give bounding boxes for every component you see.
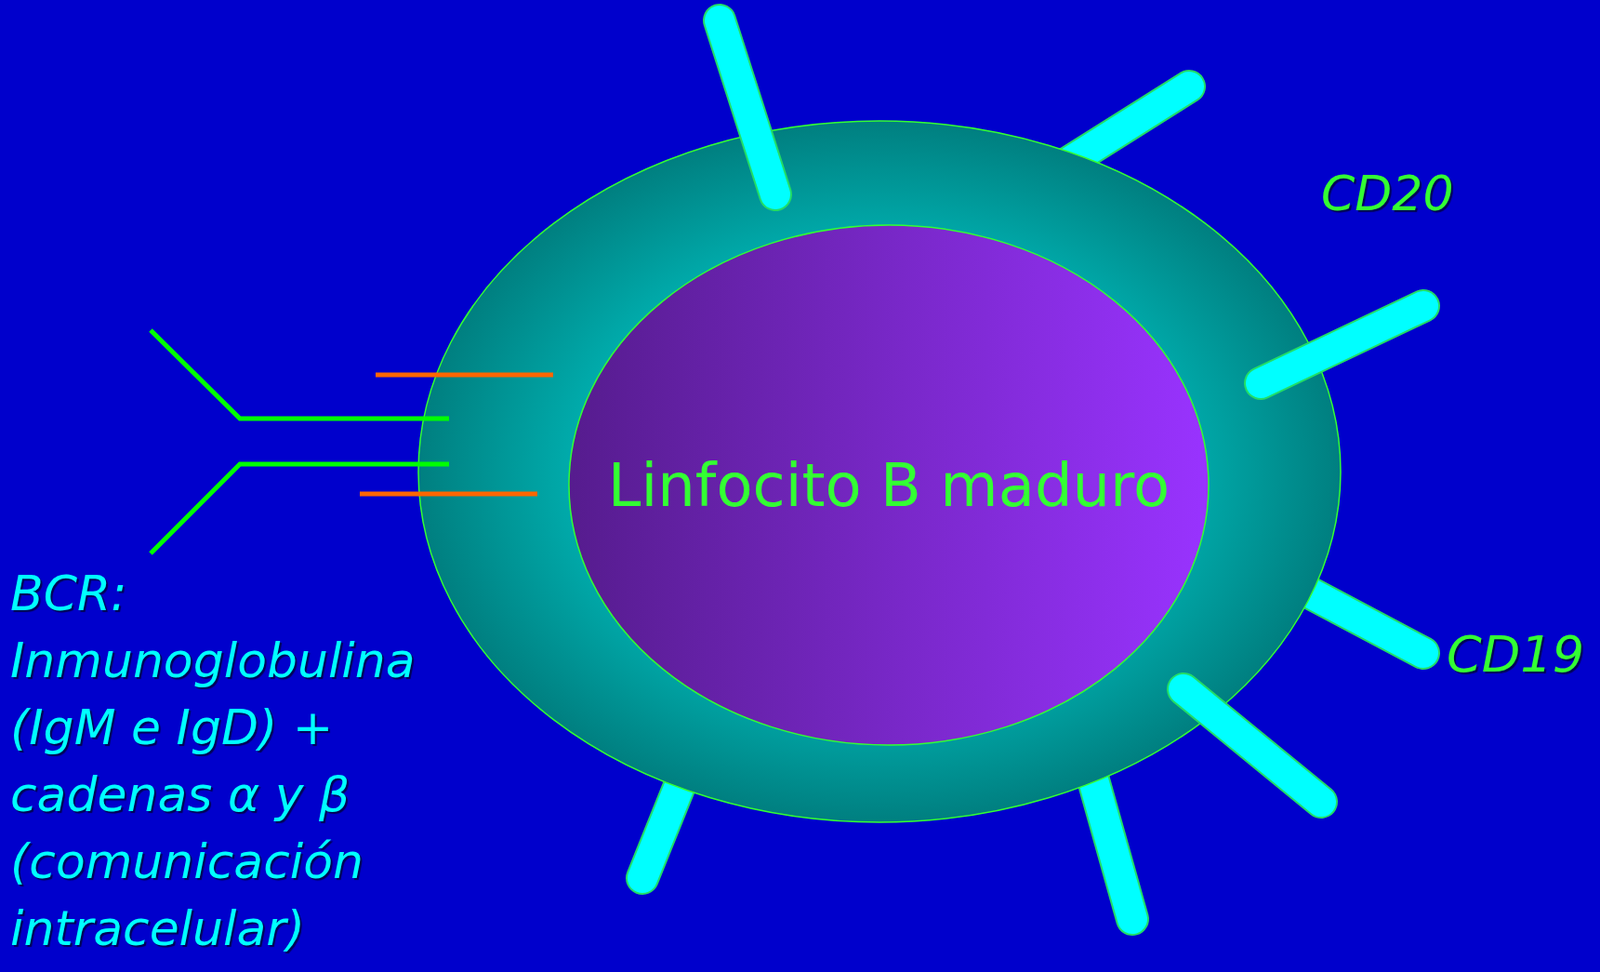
bcr-symbol — [150, 330, 554, 554]
marker-label: CD20 — [1321, 165, 1455, 222]
nucleus-ellipse: Linfocito B maduro — [568, 224, 1210, 746]
cytoplasm — [418, 120, 1341, 822]
receptor-label: BCR: Inmunoglobulina (IgM e IgD) + caden… — [10, 559, 448, 962]
marker-label: CD19 — [1446, 624, 1585, 684]
cell-title: Linfocito B maduro — [568, 450, 1210, 520]
